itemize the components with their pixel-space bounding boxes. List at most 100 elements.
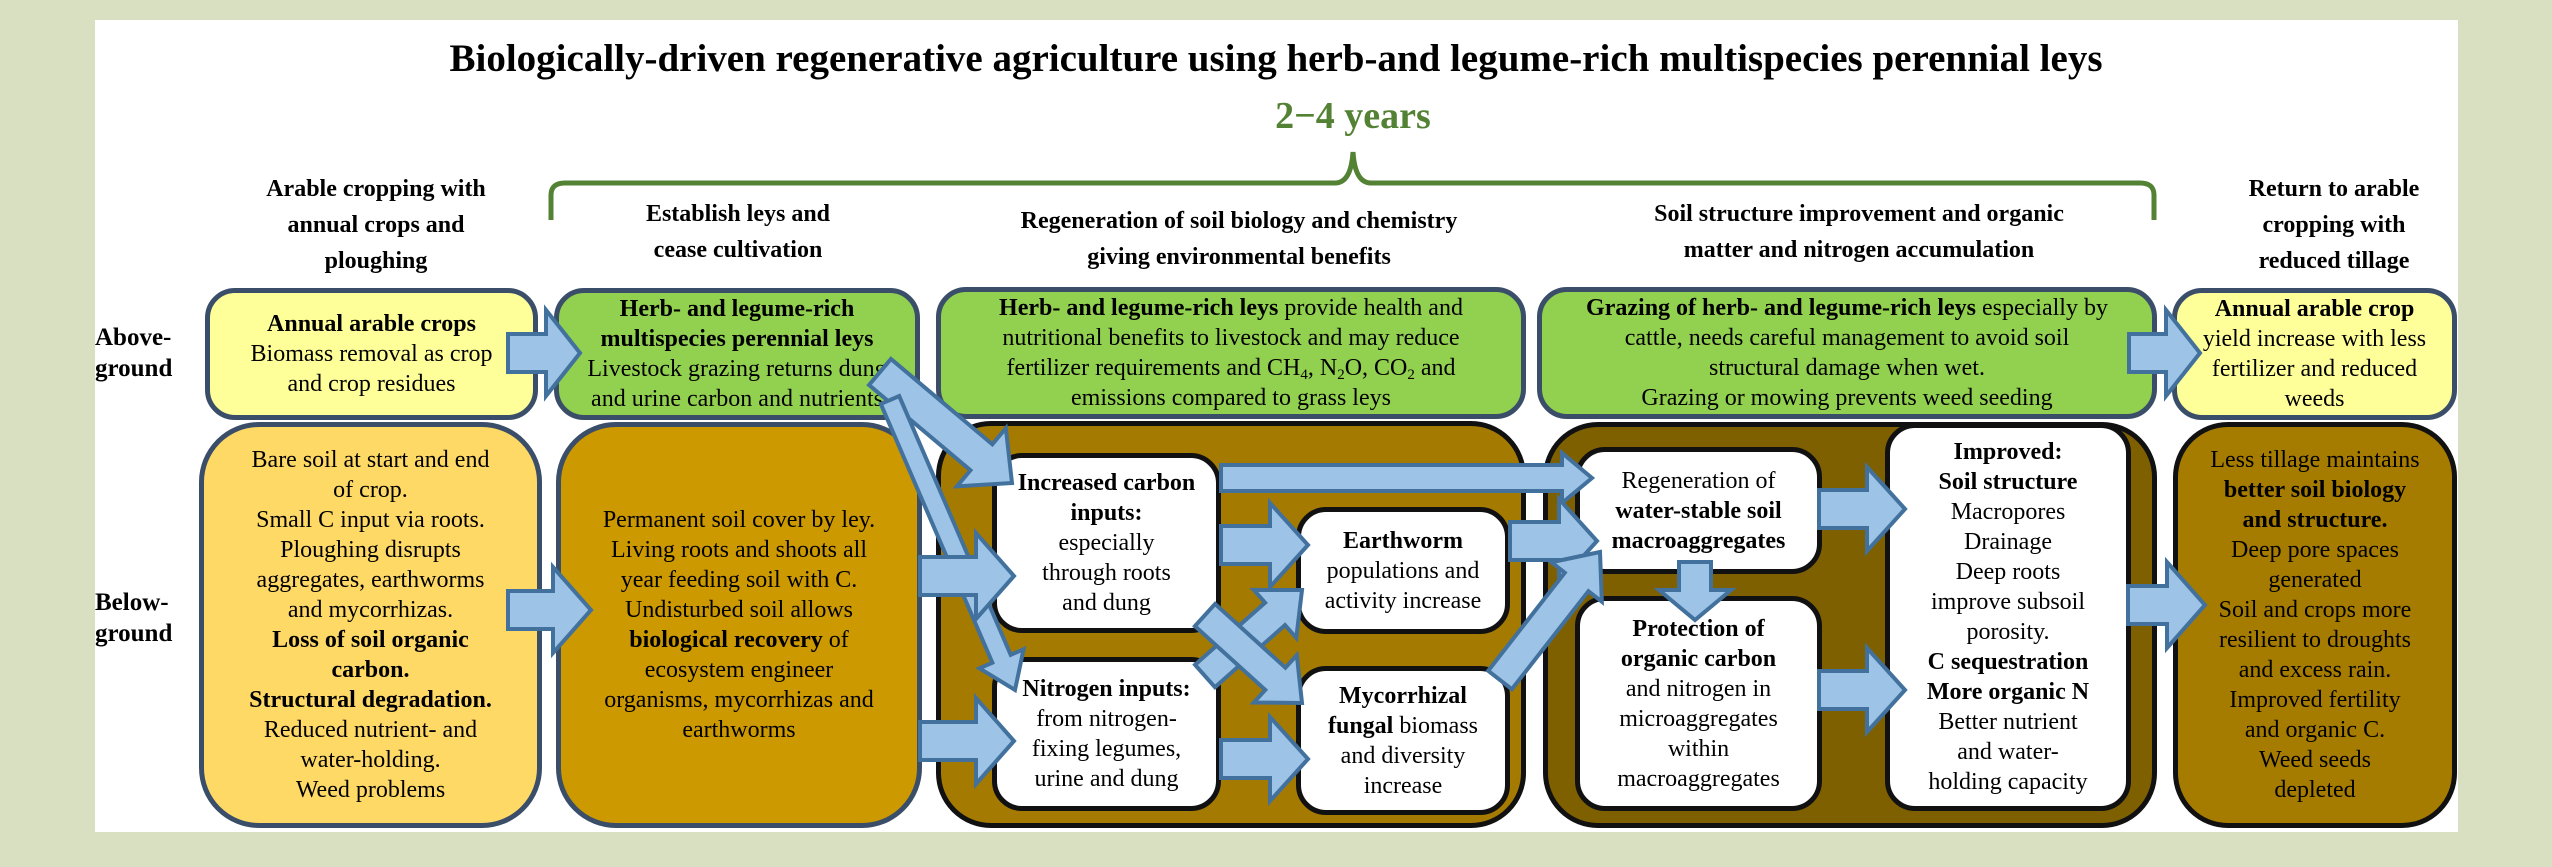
text-line: and urine carbon and nutrients bbox=[591, 384, 883, 414]
text-segment: water-holding. bbox=[300, 747, 441, 773]
text-line: biological recovery of bbox=[629, 625, 849, 655]
text-segment: and excess rain. bbox=[2238, 657, 2392, 683]
text-segment: cropping with bbox=[2262, 212, 2406, 238]
text-segment: , N bbox=[1307, 355, 1338, 381]
text-segment: ploughing bbox=[324, 248, 428, 274]
text-line: especially bbox=[1059, 528, 1155, 558]
text-segment: Improved fertility bbox=[2229, 687, 2401, 713]
text-line: increase bbox=[1364, 771, 1443, 801]
text-line: Regeneration of bbox=[1622, 466, 1776, 496]
text-line: Grazing or mowing prevents weed seeding bbox=[1641, 383, 2052, 413]
text-segment: Soil structure improvement and organic bbox=[1654, 201, 2064, 227]
text-segment: Arable cropping with bbox=[266, 176, 486, 202]
text-segment: Small C input via roots. bbox=[256, 507, 485, 533]
box-less-tillage: Less tillage maintains better soil biolog… bbox=[2173, 422, 2457, 828]
diagram-title: Biologically-driven regenerative agricul… bbox=[449, 37, 2103, 80]
phase-header-regeneration: Regeneration of soil biology and chemist… bbox=[939, 203, 1539, 275]
text-line: cease cultivation bbox=[588, 232, 888, 268]
text-segment: and diversity bbox=[1340, 742, 1466, 769]
text-segment: Weed problems bbox=[295, 777, 446, 803]
row-label-above-ground: Above-ground bbox=[95, 322, 172, 384]
text-segment: fungal bbox=[1327, 712, 1394, 739]
text-line: fertilizer and reduced bbox=[2212, 354, 2417, 384]
text-segment: O, CO bbox=[1344, 355, 1408, 381]
text-line: Mycorrhizal bbox=[1339, 681, 1467, 711]
text-line: Earthworm bbox=[1343, 526, 1463, 556]
text-segment: organic carbon bbox=[1620, 645, 1777, 672]
text-line: and water- bbox=[1957, 737, 2058, 767]
text-line: Deep pore spaces bbox=[2231, 535, 2399, 565]
text-segment: Grazing or mowing prevents weed seeding bbox=[1641, 385, 2053, 411]
text-line: Small C input via roots. bbox=[256, 505, 485, 535]
text-line: Loss of soil organic bbox=[272, 625, 469, 655]
text-line: fixing legumes, bbox=[1032, 734, 1181, 764]
text-segment: Above- bbox=[95, 324, 172, 351]
text-line: and mycorrhizas. bbox=[288, 595, 453, 625]
text-line: and organic C. bbox=[2245, 715, 2385, 745]
text-segment: year feeding soil with C. bbox=[620, 567, 858, 593]
text-line: improve subsoil bbox=[1931, 587, 2085, 617]
text-line: Improved fertility bbox=[2229, 685, 2400, 715]
box-permanent-soil-cover: Permanent soil cover by ley.Living roots… bbox=[556, 422, 922, 828]
text-line: Bare soil at start and end bbox=[252, 445, 490, 475]
text-segment: within bbox=[1667, 735, 1730, 762]
text-segment: Annual arable crop bbox=[2214, 296, 2415, 322]
text-line: water-holding. bbox=[300, 745, 440, 775]
text-segment: Permanent soil cover by ley. bbox=[602, 507, 876, 533]
text-line: and diversity bbox=[1341, 741, 1466, 771]
text-segment: structural damage when wet. bbox=[1709, 355, 1985, 381]
text-segment: Ploughing disrupts bbox=[280, 537, 461, 563]
box-grazing-management: Grazing of herb- and legume-rich leys es… bbox=[1537, 287, 2157, 419]
text-segment: fertilizer requirements and CH bbox=[1006, 355, 1301, 381]
text-segment: porosity. bbox=[1966, 619, 2050, 645]
text-segment: Herb- and legume-rich leys bbox=[999, 295, 1279, 321]
text-line: urine and dung bbox=[1035, 764, 1179, 794]
text-line: Establish leys and bbox=[588, 196, 888, 232]
text-segment: multispecies perennial leys bbox=[600, 326, 874, 352]
text-segment: 4 bbox=[1300, 367, 1308, 383]
text-line: Weed problems bbox=[296, 775, 445, 805]
text-line: resilient to droughts bbox=[2219, 625, 2411, 655]
text-segment: Loss of soil organic bbox=[272, 627, 469, 653]
text-line: Biomass removal as crop bbox=[251, 339, 493, 369]
text-segment: nutritional benefits to livestock and ma… bbox=[1002, 325, 1460, 351]
text-segment: increase bbox=[1363, 772, 1443, 799]
text-segment: ground bbox=[95, 355, 173, 382]
text-line: ploughing bbox=[226, 243, 526, 279]
text-segment: ground bbox=[95, 620, 173, 647]
text-segment: inputs: bbox=[1070, 500, 1143, 526]
text-line: fertilizer requirements and CH4, N2O, CO… bbox=[1006, 353, 1455, 383]
text-line: and nitrogen in bbox=[1626, 674, 1771, 704]
text-segment: Drainage bbox=[1964, 529, 2052, 555]
text-segment: Less tillage maintains bbox=[2210, 447, 2420, 473]
text-line: macroaggregates bbox=[1617, 764, 1780, 794]
text-line: emissions compared to grass leys bbox=[1071, 383, 1391, 413]
text-line: reduced tillage bbox=[2184, 243, 2484, 279]
text-segment: Soil structure bbox=[1938, 469, 2078, 495]
text-segment: Structural degradation. bbox=[249, 687, 492, 713]
text-line: yield increase with less bbox=[2203, 324, 2426, 354]
text-segment: and nitrogen in bbox=[1625, 675, 1772, 702]
text-line: Herb- and legume-rich bbox=[620, 294, 855, 324]
text-segment: Soil and crops more bbox=[2218, 597, 2412, 623]
text-segment: urine and dung bbox=[1034, 766, 1179, 792]
text-segment: biological recovery bbox=[629, 627, 823, 653]
text-segment: Macropores bbox=[1950, 499, 2066, 525]
text-segment: Earthworm bbox=[1343, 527, 1463, 554]
text-line: giving environmental benefits bbox=[939, 239, 1539, 275]
text-segment: weeds bbox=[2284, 386, 2345, 412]
text-segment: and mycorrhizas. bbox=[287, 597, 454, 623]
text-line: carbon. bbox=[332, 655, 410, 685]
text-line: cattle, needs careful management to avoi… bbox=[1625, 323, 2070, 353]
text-segment: ecosystem engineer bbox=[644, 657, 834, 683]
text-segment: Below- bbox=[95, 589, 169, 616]
text-segment: better soil biology bbox=[2223, 477, 2407, 503]
text-line: populations and bbox=[1327, 556, 1480, 586]
text-line: Annual arable crops bbox=[267, 309, 476, 339]
